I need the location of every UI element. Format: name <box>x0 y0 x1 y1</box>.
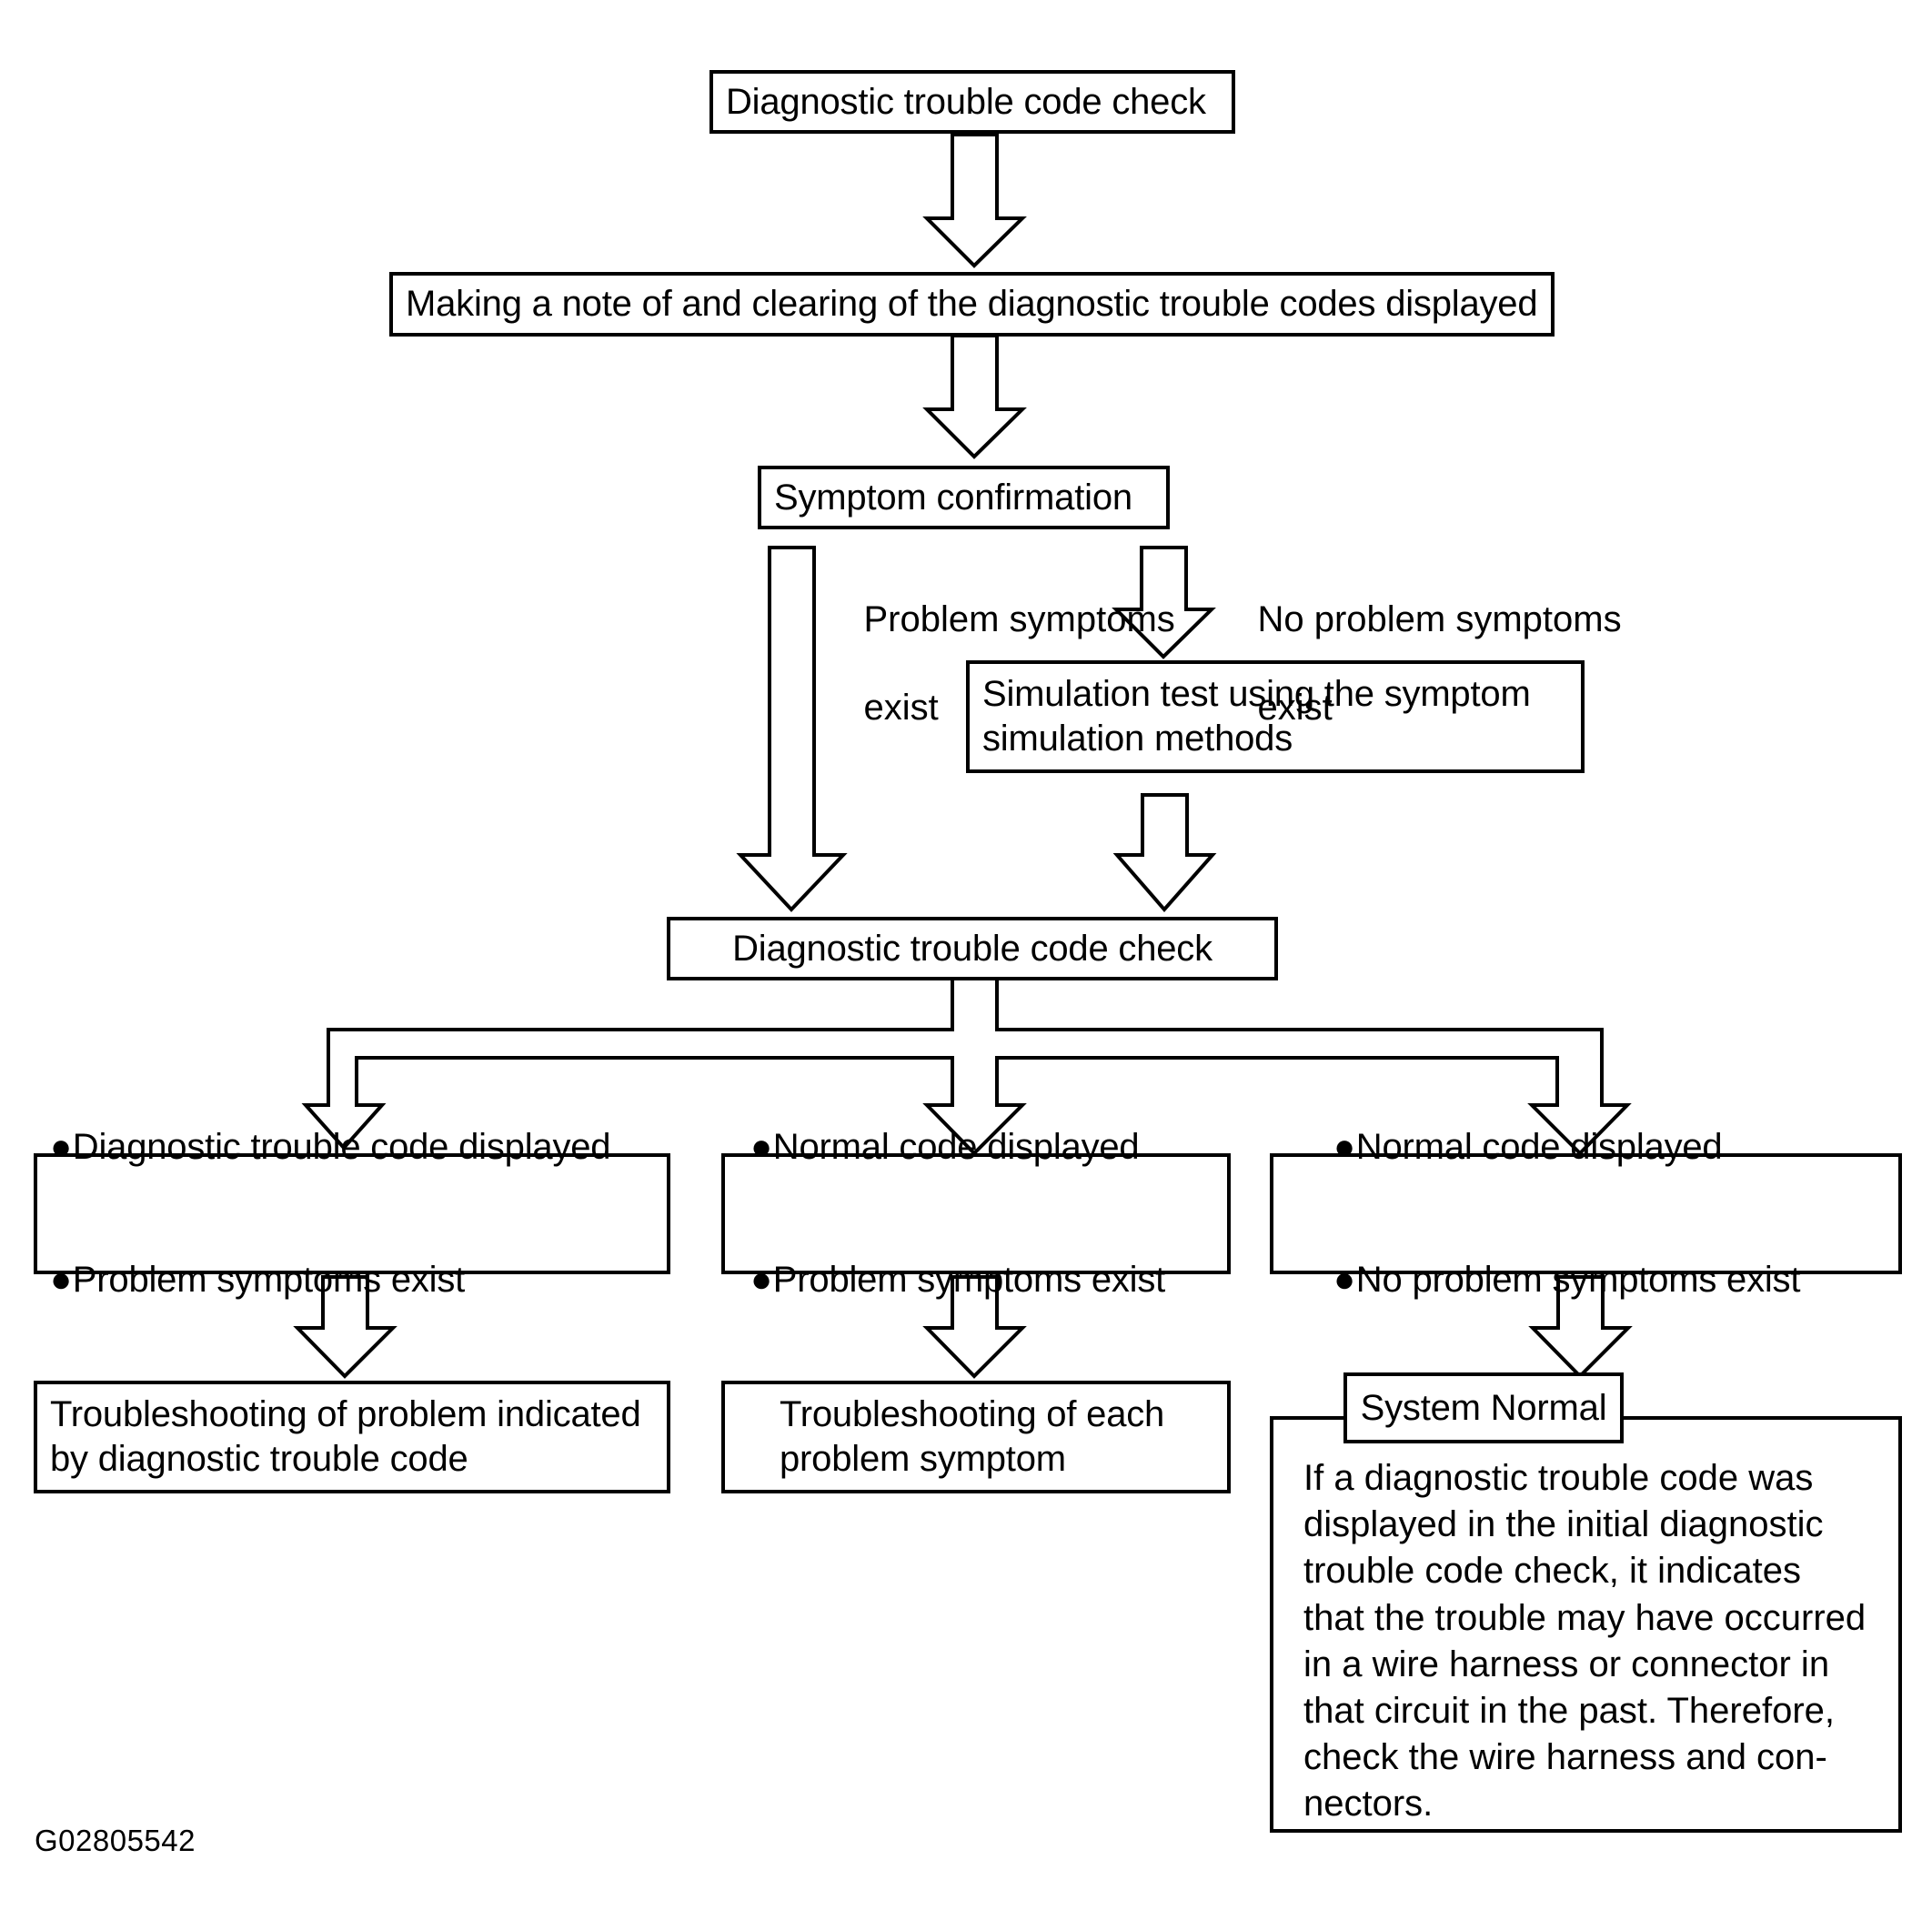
bullet-icon: ● <box>1333 1126 1355 1167</box>
node-result-left-bullet-1: ●Diagnostic trouble code displayed <box>50 1125 667 1170</box>
node-dtc-check-second: Diagnostic trouble code check <box>667 917 1278 980</box>
node-action-middle-line1: Troubleshooting of each <box>780 1394 1165 1435</box>
down-arrow-icon-result-left-down <box>293 1275 397 1379</box>
node-result-left: ●Diagnostic trouble code displayed ●Prob… <box>34 1127 670 1300</box>
bullet-icon: ● <box>50 1126 72 1167</box>
figure-id-label: G02805542 <box>35 1824 196 1857</box>
edge-label-problem-symptoms-exist: Problem symptoms exist <box>823 553 1175 775</box>
note-line-8: nectors. <box>1303 1784 1434 1825</box>
note-line-4: that the trouble may have occurred <box>1303 1597 1867 1638</box>
tri-branch-connector <box>301 976 1632 1156</box>
node-make-note-label: Making a note of and clearing of the dia… <box>406 284 1538 325</box>
note-line-1: If a diagnostic trouble code was <box>1303 1458 1814 1498</box>
bullet-icon: ● <box>1333 1260 1355 1301</box>
note-line-3: trouble code check, it indicates <box>1303 1551 1801 1592</box>
down-arrow-icon-result-right-down <box>1528 1275 1633 1379</box>
down-arrow-icon-note-to-symptom <box>922 334 1027 459</box>
bullet-icon: ● <box>50 1260 72 1301</box>
node-system-normal: System Normal <box>1343 1372 1624 1443</box>
node-result-middle-bullet-2: ●Problem symptoms exist <box>750 1258 1227 1302</box>
edge-label-no-problem-line1: No problem symptoms <box>1257 598 1622 639</box>
node-action-middle-line2: problem symptom <box>780 1439 1066 1479</box>
edge-label-no-problem-line2: exist <box>1257 688 1333 729</box>
node-system-normal-label: System Normal <box>1360 1387 1607 1428</box>
node-simulation-test-line2: simulation methods <box>982 719 1293 759</box>
edge-label-no-problem-symptoms-exist: No problem symptoms exist <box>1217 553 1622 775</box>
node-action-left-line2: by diagnostic trouble code <box>50 1439 468 1479</box>
note-line-6: that circuit in the past. Therefore, <box>1303 1690 1836 1731</box>
down-arrow-icon-sim-to-dtc2 <box>1112 793 1217 913</box>
down-arrow-icon-top-to-note <box>922 133 1027 268</box>
node-action-left-line1: Troubleshooting of problem indicated <box>50 1394 641 1435</box>
node-make-note: Making a note of and clearing of the dia… <box>389 272 1555 337</box>
node-result-right-bullet-1: ●Normal code displayed <box>1333 1125 1898 1170</box>
note-line-7: check the wire harness and con- <box>1303 1737 1827 1778</box>
node-dtc-check-top-label: Diagnostic trouble code check <box>726 81 1206 122</box>
note-line-5: in a wire harness or connector in <box>1303 1644 1830 1684</box>
node-result-right: ●Normal code displayed ●No problem sympt… <box>1270 1127 1902 1300</box>
node-result-right-bullet-2: ●No problem symptoms exist <box>1333 1258 1898 1302</box>
edge-label-problem-line2: exist <box>863 688 939 729</box>
node-symptom-confirmation: Symptom confirmation <box>758 466 1170 529</box>
node-action-middle: Troubleshooting of each problem symptom <box>721 1381 1231 1493</box>
bullet-icon: ● <box>750 1260 772 1301</box>
node-simulation-test: Simulation test using the symptom simula… <box>966 660 1585 773</box>
node-action-left: Troubleshooting of problem indicated by … <box>34 1381 670 1493</box>
down-arrow-icon-result-middle-down <box>922 1275 1027 1379</box>
node-symptom-confirmation-label: Symptom confirmation <box>774 477 1132 518</box>
edge-label-problem-line1: Problem symptoms <box>863 598 1175 639</box>
node-simulation-test-line1: Simulation test using the symptom <box>982 674 1531 715</box>
node-dtc-check-top: Diagnostic trouble code check <box>709 70 1235 134</box>
note-line-2: displayed in the initial diagnostic <box>1303 1504 1824 1545</box>
node-result-middle: ●Normal code displayed ●Problem symptoms… <box>721 1127 1231 1300</box>
node-dtc-check-second-label: Diagnostic trouble code check <box>732 928 1213 969</box>
node-result-middle-bullet-1: ●Normal code displayed <box>750 1125 1227 1170</box>
bullet-icon: ● <box>750 1126 772 1167</box>
down-arrow-icon-no-problem-branch <box>1112 546 1216 659</box>
down-arrow-icon-problem-branch <box>736 546 848 912</box>
node-result-left-bullet-2: ●Problem symptoms exist <box>50 1258 667 1302</box>
node-system-normal-note-text: If a diagnostic trouble code was display… <box>1303 1455 1886 1828</box>
